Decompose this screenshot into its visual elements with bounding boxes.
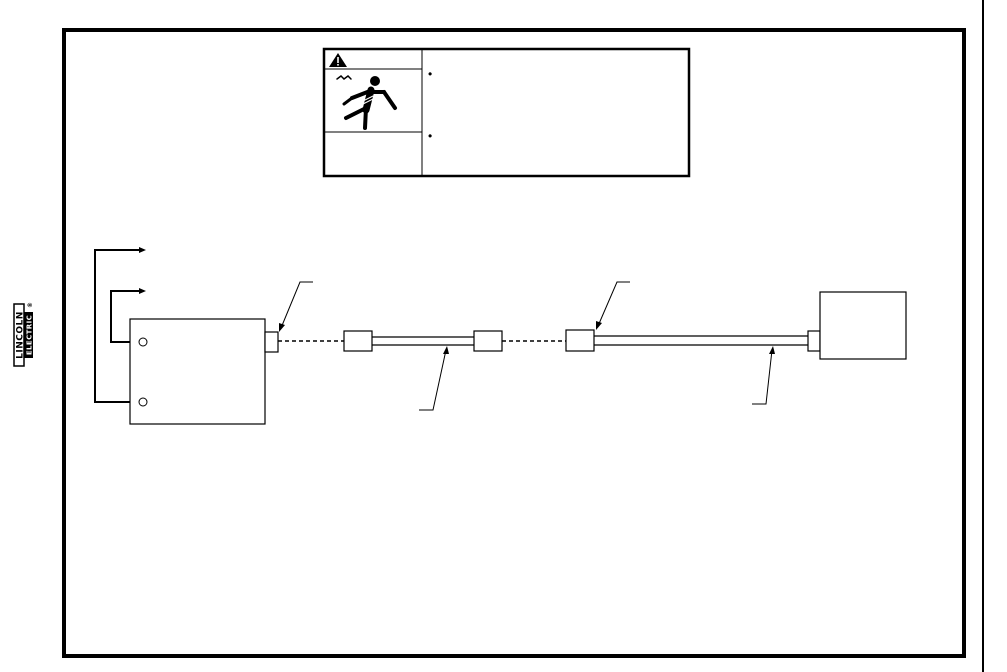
receptacle-left bbox=[264, 331, 279, 353]
terminal-upper bbox=[138, 337, 148, 347]
extension-cable-plug-right bbox=[473, 330, 503, 352]
warning-triangle-icon bbox=[329, 53, 347, 67]
diagram-frame bbox=[62, 28, 966, 658]
electric-shock-icon bbox=[336, 75, 397, 130]
control-box-left bbox=[129, 318, 279, 425]
warning-bullet-2: • bbox=[428, 129, 432, 143]
terminal-lower bbox=[138, 397, 148, 407]
callout-leaders bbox=[279, 281, 775, 411]
device-connector-right bbox=[807, 330, 821, 352]
remote-device-right bbox=[807, 291, 907, 360]
electric-shock-warning: • • bbox=[322, 47, 691, 178]
logo-registered-mark: ® bbox=[27, 302, 34, 308]
leader-extension-cable bbox=[419, 349, 447, 411]
extension-cable-plug-left bbox=[343, 330, 373, 352]
warning-bullet-1: • bbox=[428, 67, 432, 81]
leader-remote-plug bbox=[597, 281, 630, 327]
input-power-leads bbox=[94, 247, 146, 403]
logo-brand-line1: LINCOLN bbox=[16, 311, 26, 359]
lincoln-electric-logo: LINCOLN ELECTRIC ® bbox=[13, 302, 34, 367]
leader-receptacle bbox=[280, 281, 313, 329]
logo-brand-line2: ELECTRIC bbox=[26, 315, 34, 355]
extension-cable bbox=[343, 330, 503, 352]
remote-cable-plug bbox=[565, 329, 595, 352]
remote-cable bbox=[565, 329, 808, 352]
leader-remote-cable bbox=[752, 349, 773, 405]
